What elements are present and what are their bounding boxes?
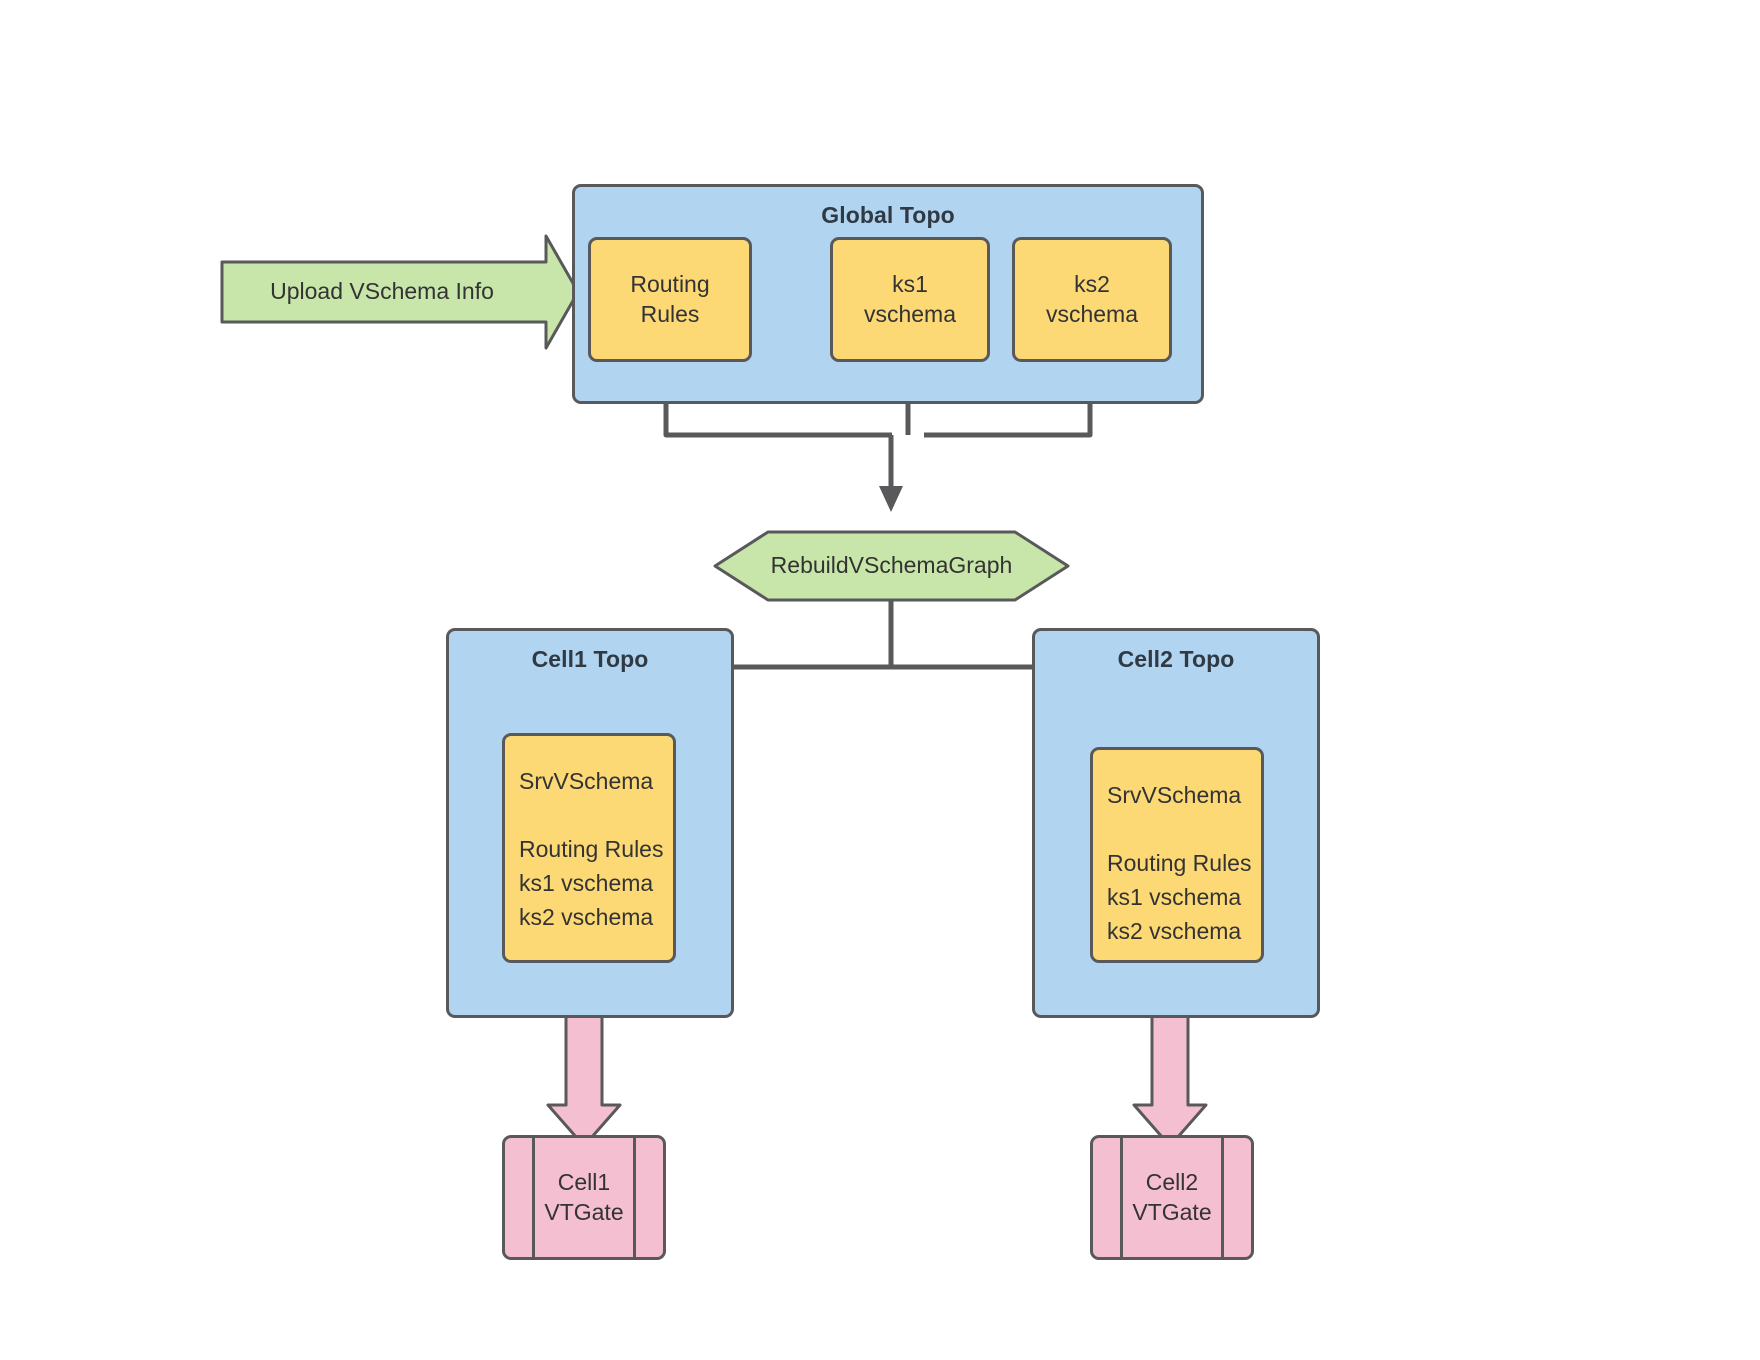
cell2-vtgate-node[interactable]: Cell2 VTGate [1090, 1135, 1254, 1260]
cell1-vtgate-node[interactable]: Cell1 VTGate [502, 1135, 666, 1260]
routing-rules-box[interactable]: Routing Rules [588, 237, 752, 362]
upload-vschema-arrow[interactable]: Upload VSchema Info [222, 262, 578, 322]
rebuild-vschema-graph-label: RebuildVSchemaGraph [770, 552, 1013, 579]
arrowhead-bus-to-rebuild [879, 486, 903, 512]
rebuild-vschema-graph-node[interactable]: RebuildVSchemaGraph [715, 532, 1068, 600]
ks1-vschema-box[interactable]: ks1 vschema [830, 237, 990, 362]
global-topo-title: Global Topo [821, 202, 955, 228]
ks2-vschema-box[interactable]: ks2 vschema [1012, 237, 1172, 362]
cell1-srv-vschema-box[interactable]: SrvVSchema Routing Rules ks1 vschema ks2… [502, 733, 676, 963]
cell2-srv-vschema-box[interactable]: SrvVSchema Routing Rules ks1 vschema ks2… [1090, 747, 1264, 963]
cell2-topo-title: Cell2 Topo [1117, 646, 1235, 672]
cell1-topo-title: Cell1 Topo [531, 646, 649, 672]
upload-vschema-label: Upload VSchema Info [270, 278, 494, 305]
